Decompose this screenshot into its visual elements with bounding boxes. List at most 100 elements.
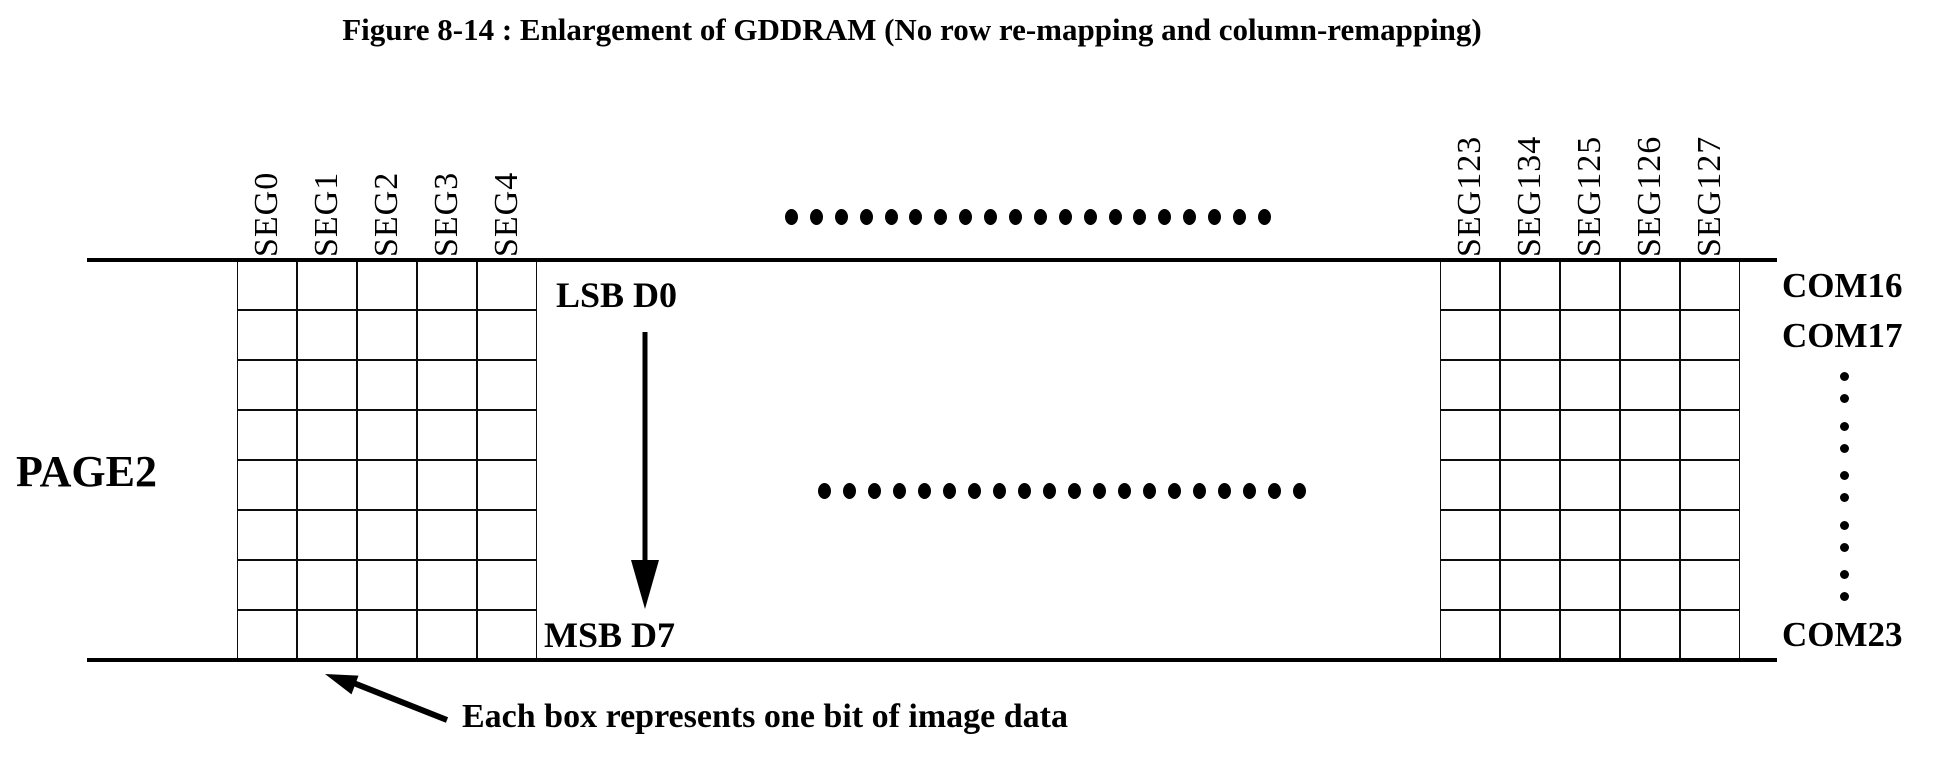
ellipsis-dot	[843, 483, 856, 499]
ellipsis-dot	[968, 483, 981, 499]
page-label: PAGE2	[16, 447, 157, 496]
gddram-bit-cell	[237, 410, 297, 460]
vertical-ellipsis-dot	[1840, 471, 1849, 480]
gddram-bit-cell	[1500, 310, 1560, 360]
gddram-bit-cell	[1680, 460, 1740, 510]
gddram-bit-cell	[1560, 560, 1620, 610]
vertical-ellipsis-dot	[1840, 592, 1849, 601]
gddram-bit-cell	[1680, 260, 1740, 310]
msb-d7-label: MSB D7	[544, 615, 676, 655]
ellipsis-dot	[868, 483, 881, 499]
ellipsis-dot	[1033, 209, 1047, 225]
ellipsis-dot	[1183, 209, 1197, 225]
gddram-bit-cell	[297, 410, 357, 460]
seg-label-left-1: SEG1	[308, 171, 345, 257]
ellipsis-dot	[1208, 209, 1222, 225]
vertical-ellipsis-colon	[1840, 471, 1849, 502]
gddram-bit-cell	[1440, 310, 1500, 360]
vertical-ellipsis-dot	[1840, 570, 1849, 579]
ellipsis-dot	[884, 209, 898, 225]
lsb-to-msb-arrow-icon	[631, 332, 659, 609]
gddram-bit-cell	[1620, 610, 1680, 660]
gddram-bit-cell	[1500, 610, 1560, 660]
ellipsis-dot	[1093, 483, 1106, 499]
gddram-bit-cell	[1500, 460, 1560, 510]
ellipsis-dot	[993, 483, 1006, 499]
vertical-ellipsis-dot	[1840, 443, 1849, 453]
seg-label-left-4: SEG4	[488, 171, 525, 257]
gddram-bit-cell	[477, 310, 537, 360]
gddram-bit-cell	[477, 610, 537, 660]
gddram-bit-cell	[1560, 310, 1620, 360]
caption-text: Each box represents one bit of image dat…	[462, 698, 1069, 735]
ellipsis-dot	[984, 209, 998, 225]
seg-label-left-0: SEG0	[248, 171, 285, 257]
gddram-bit-cell	[1620, 360, 1680, 410]
gddram-bit-cell	[237, 560, 297, 610]
gddram-bit-cell	[1560, 460, 1620, 510]
gddram-bit-cell	[357, 260, 417, 310]
ellipsis-dot	[1218, 483, 1231, 499]
gddram-grid-right	[1440, 260, 1740, 660]
ellipsis-dot	[1158, 209, 1172, 225]
gddram-bit-cell	[417, 460, 477, 510]
ellipsis-dot	[1193, 483, 1206, 499]
gddram-bit-cell	[297, 360, 357, 410]
page-top-line	[87, 258, 1777, 262]
ellipsis-dot	[1233, 209, 1247, 225]
ellipsis-dot	[1168, 483, 1181, 499]
gddram-bit-cell	[237, 310, 297, 360]
gddram-bit-cell	[1500, 560, 1560, 610]
gddram-bit-cell	[297, 510, 357, 560]
gddram-bit-cell	[417, 410, 477, 460]
gddram-bit-cell	[237, 460, 297, 510]
seg-label-left-3: SEG3	[428, 171, 465, 257]
ellipsis-dot	[1083, 209, 1097, 225]
ellipsis-dot	[893, 483, 906, 499]
gddram-bit-cell	[297, 310, 357, 360]
vertical-ellipsis-colon	[1840, 421, 1849, 453]
caption-pointer-arrow-icon	[325, 674, 449, 723]
seg-label-right-3: SEG126	[1631, 135, 1668, 257]
gddram-bit-cell	[1440, 510, 1500, 560]
vertical-ellipsis-dot	[1840, 421, 1849, 431]
ellipsis-dot	[1118, 483, 1131, 499]
vertical-ellipsis-colon	[1840, 570, 1849, 601]
gddram-bit-cell	[1620, 410, 1680, 460]
com17-label: COM17	[1782, 316, 1903, 355]
gddram-bit-cell	[1560, 410, 1620, 460]
gddram-bit-cell	[357, 360, 417, 410]
com23-label: COM23	[1782, 615, 1903, 654]
gddram-bit-cell	[357, 560, 417, 610]
gddram-bit-cell	[297, 460, 357, 510]
gddram-bit-cell	[1560, 260, 1620, 310]
gddram-bit-cell	[1620, 510, 1680, 560]
ellipsis-dot	[1068, 483, 1081, 499]
gddram-bit-cell	[1680, 610, 1740, 660]
gddram-bit-cell	[1500, 410, 1560, 460]
gddram-bit-cell	[1680, 410, 1740, 460]
vertical-ellipsis-dot	[1840, 394, 1849, 403]
gddram-bit-cell	[417, 610, 477, 660]
com16-label: COM16	[1782, 266, 1903, 305]
vertical-ellipsis-colon	[1840, 372, 1849, 403]
gddram-bit-cell	[297, 610, 357, 660]
gddram-bit-cell	[297, 560, 357, 610]
ellipsis-dot	[1133, 209, 1147, 225]
gddram-bit-cell	[1440, 610, 1500, 660]
vertical-ellipsis-dot	[1840, 542, 1849, 552]
ellipsis-dot	[934, 209, 948, 225]
ellipsis-dot	[1257, 209, 1271, 225]
gddram-bit-cell	[1560, 510, 1620, 560]
gddram-bit-cell	[357, 460, 417, 510]
gddram-bit-cell	[477, 360, 537, 410]
gddram-bit-cell	[237, 610, 297, 660]
vertical-ellipsis-colon	[1840, 520, 1849, 552]
gddram-bit-cell	[417, 510, 477, 560]
ellipsis-dot	[1268, 483, 1281, 499]
gddram-bit-cell	[237, 260, 297, 310]
gddram-bit-cell	[357, 310, 417, 360]
ellipsis-dot	[1143, 483, 1156, 499]
gddram-bit-cell	[1560, 610, 1620, 660]
gddram-bit-cell	[237, 510, 297, 560]
